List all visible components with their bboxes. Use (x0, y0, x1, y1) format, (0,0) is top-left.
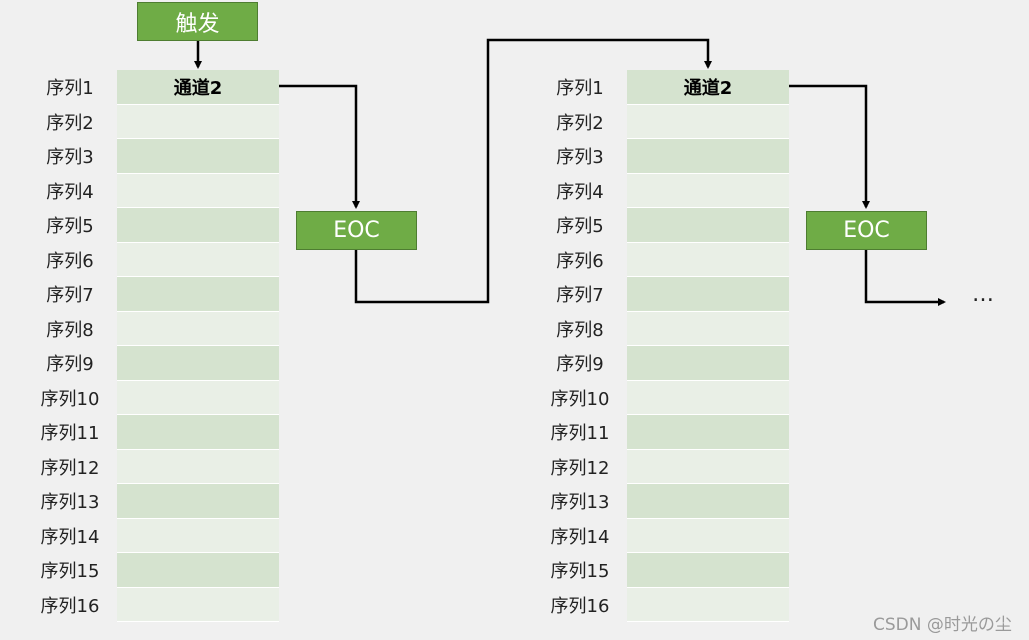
sequence-cell (627, 415, 789, 450)
sequence-label: 序列14 (550, 526, 610, 548)
sequence-label: 序列4 (46, 181, 94, 203)
arrow-channel-to-eoc-1 (279, 84, 360, 209)
sequence-cell (117, 173, 279, 208)
sequence-cell (117, 242, 279, 277)
sequence-cell (117, 139, 279, 174)
sequence-cell (627, 242, 789, 277)
sequence-cell (627, 587, 789, 622)
sequence-cell (627, 518, 789, 553)
sequence-cell (627, 346, 789, 381)
sequence-label: 序列3 (46, 147, 94, 169)
continuation-ellipsis: … (972, 282, 994, 307)
sequence-label: 序列10 (550, 388, 610, 410)
sequence-label: 序列6 (46, 250, 94, 272)
channel-header-cell: 通道2 (627, 70, 789, 105)
sequence-cell (627, 173, 789, 208)
sequence-label: 序列12 (550, 457, 610, 479)
sequence-cell (117, 518, 279, 553)
sequence-label: 序列13 (550, 492, 610, 514)
trigger-box: 触发 (137, 2, 258, 41)
sequence-cell (627, 208, 789, 243)
sequence-label: 序列11 (550, 423, 610, 445)
sequence-cell (627, 277, 789, 312)
channel-table-2: 通道2 (627, 70, 789, 622)
sequence-cell (117, 104, 279, 139)
sequence-label: 序列16 (40, 595, 100, 617)
sequence-cell (117, 311, 279, 346)
arrow-channel-2-to-eoc-2 (789, 84, 870, 209)
sequence-cell (117, 380, 279, 415)
sequence-label: 序列5 (46, 216, 94, 238)
sequence-label: 序列8 (46, 319, 94, 341)
sequence-label: 序列15 (550, 561, 610, 583)
sequence-label: 序列10 (40, 388, 100, 410)
sequence-cell (627, 553, 789, 588)
sequence-label: 序列2 (556, 112, 604, 134)
sequence-cell (627, 449, 789, 484)
sequence-label: 序列6 (556, 250, 604, 272)
sequence-labels-1: 序列1 序列2 序列3 序列4 序列5 序列6 序列7 序列8 序列9 序列10 序列11 序列12 序… (30, 70, 110, 622)
sequence-label: 序列3 (556, 147, 604, 169)
sequence-label: 序列1 (46, 78, 94, 100)
sequence-cell (627, 484, 789, 519)
sequence-label: 序列15 (40, 561, 100, 583)
eoc-box-2: EOC (806, 211, 927, 250)
sequence-cell (117, 553, 279, 588)
sequence-label: 序列4 (556, 181, 604, 203)
sequence-label: 序列12 (40, 457, 100, 479)
sequence-label: 序列7 (556, 285, 604, 307)
sequence-cell (117, 415, 279, 450)
sequence-cell (627, 380, 789, 415)
sequence-label: 序列2 (46, 112, 94, 134)
watermark: CSDN @时光の尘 (873, 615, 1012, 635)
sequence-label: 序列8 (556, 319, 604, 341)
sequence-cell (627, 139, 789, 174)
channel-table-1: 通道2 (117, 70, 279, 622)
sequence-cell (117, 208, 279, 243)
sequence-cell (117, 277, 279, 312)
sequence-labels-2: 序列1 序列2 序列3 序列4 序列5 序列6 序列7 序列8 序列9 序列10 序列11 序列12 序… (540, 70, 620, 622)
sequence-label: 序列13 (40, 492, 100, 514)
sequence-cell (627, 104, 789, 139)
sequence-cell (117, 484, 279, 519)
sequence-label: 序列9 (556, 354, 604, 376)
sequence-cell (117, 449, 279, 484)
sequence-label: 序列14 (40, 526, 100, 548)
sequence-label: 序列11 (40, 423, 100, 445)
eoc-box-1: EOC (296, 211, 417, 250)
sequence-label: 序列1 (556, 78, 604, 100)
channel-header-cell: 通道2 (117, 70, 279, 105)
sequence-label: 序列16 (550, 595, 610, 617)
sequence-label: 序列9 (46, 354, 94, 376)
sequence-cell (627, 311, 789, 346)
sequence-label: 序列7 (46, 285, 94, 307)
sequence-cell (117, 587, 279, 622)
arrow-eoc-2-onward (864, 250, 946, 306)
sequence-cell (117, 346, 279, 381)
sequence-label: 序列5 (556, 216, 604, 238)
